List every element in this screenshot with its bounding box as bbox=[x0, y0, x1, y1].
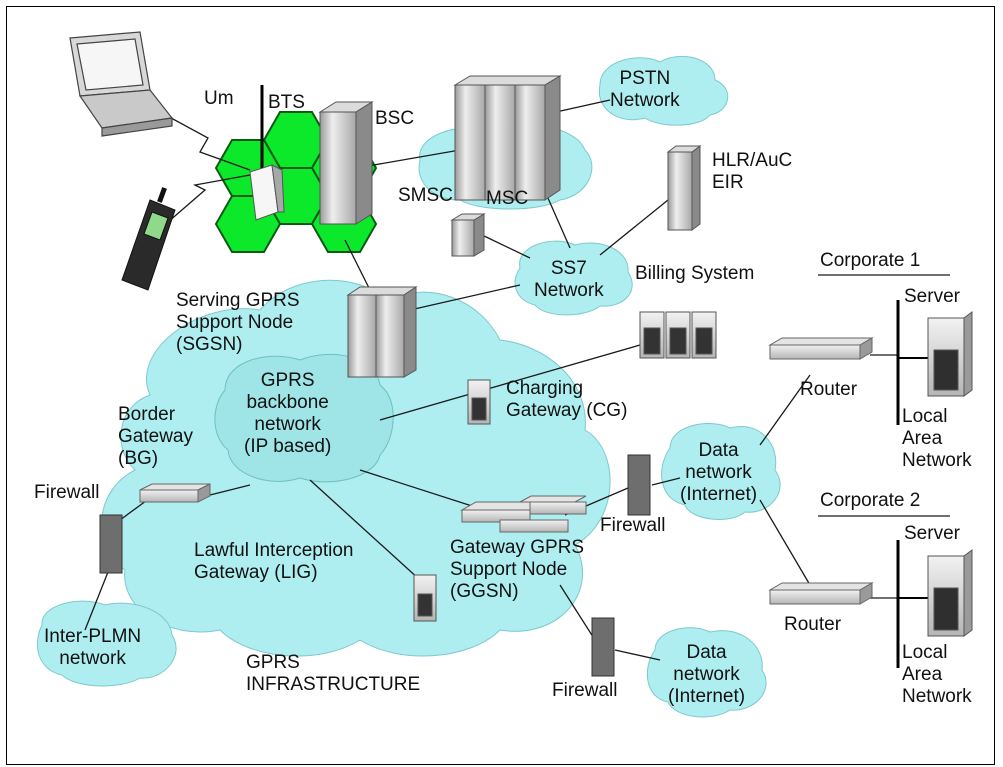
ggsn-device-icon bbox=[460, 495, 587, 533]
smsc-label: SMSC bbox=[398, 185, 453, 206]
smsc-box-icon bbox=[450, 213, 486, 257]
sgsn-icon bbox=[346, 286, 418, 378]
firewall-mid-label: Firewall bbox=[600, 515, 666, 536]
server1-icon bbox=[927, 311, 973, 397]
router-1-label: Router bbox=[800, 379, 858, 400]
cg-tower-icon bbox=[467, 379, 491, 425]
ss7-cloud bbox=[514, 240, 633, 316]
hlr-icon bbox=[666, 145, 702, 231]
firewall-bottom-label: Firewall bbox=[552, 680, 618, 701]
bts-label: BTS bbox=[268, 92, 305, 113]
corporate-1-label: Corporate 1 bbox=[820, 250, 921, 271]
firewall-left-label: Firewall bbox=[34, 482, 100, 503]
bsc-icon bbox=[318, 101, 374, 225]
firewall-left-icon bbox=[99, 514, 123, 574]
mobile-phone-icon bbox=[121, 187, 176, 291]
bg-device-icon bbox=[139, 483, 211, 503]
server-1-label: Server bbox=[904, 286, 960, 307]
server-2-label: Server bbox=[904, 523, 960, 544]
diagram-frame bbox=[6, 6, 995, 765]
billing-label: Billing System bbox=[635, 263, 755, 284]
billing-system-icon bbox=[639, 311, 717, 359]
data-network-cloud-2 bbox=[646, 627, 767, 718]
pstn-cloud bbox=[598, 55, 729, 126]
backbone-cloud bbox=[214, 354, 394, 483]
router-2-label: Router bbox=[784, 614, 842, 635]
inter-plmn-cloud bbox=[36, 600, 177, 687]
server2-icon bbox=[927, 549, 973, 637]
um-label: Um bbox=[204, 88, 234, 109]
router2-icon bbox=[768, 582, 874, 605]
bsc-label: BSC bbox=[375, 108, 415, 129]
firewall-bottom-icon bbox=[591, 617, 615, 677]
data-network-cloud-1 bbox=[661, 423, 781, 520]
msc-label: MSC bbox=[486, 188, 529, 209]
corporate-2-label: Corporate 2 bbox=[820, 490, 921, 511]
lig-tower-icon bbox=[413, 574, 437, 622]
laptop-icon bbox=[69, 31, 174, 137]
bts-icon bbox=[249, 85, 285, 221]
firewall-mid-icon bbox=[627, 454, 651, 516]
msc-icon bbox=[453, 75, 562, 201]
router1-icon bbox=[768, 337, 874, 360]
